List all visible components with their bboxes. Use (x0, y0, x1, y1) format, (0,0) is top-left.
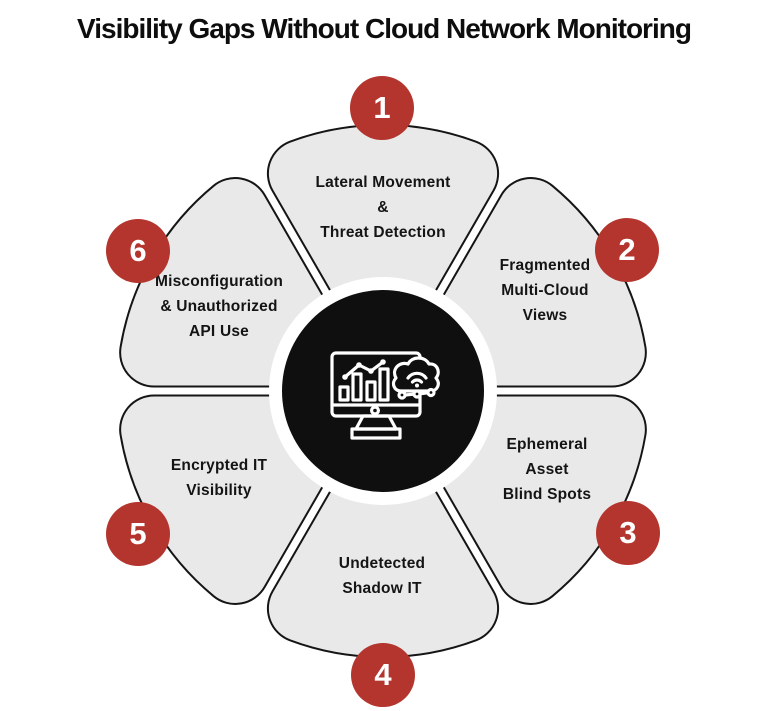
bar-chart-icon (338, 367, 390, 402)
petal-label-2: Fragmented Multi-Cloud Views (499, 256, 591, 324)
petal-label-4: Undetected Shadow IT (338, 555, 426, 597)
number-badge-2: 2 (595, 218, 659, 282)
network-nodes-icon (397, 387, 436, 400)
trend-line-icon (342, 359, 386, 380)
number-badge-6: 6 (106, 219, 170, 283)
page-title: Visibility Gaps Without Cloud Network Mo… (77, 13, 692, 44)
petal-label-5: Encrypted IT Visibility (170, 457, 268, 499)
number-badge-1: 1 (350, 76, 414, 140)
number-badge-3: 3 (596, 501, 660, 565)
petal-label-1: Lateral Movement & Threat Detection (315, 173, 451, 241)
petal-label-3: Ephemeral Asset Blind Spots (502, 435, 592, 503)
cloud-network-monitoring-icon (330, 351, 440, 440)
number-badge-5: 5 (106, 502, 170, 566)
number-badge-4: 4 (351, 643, 415, 707)
petal-label-6: Misconfiguration & Unauthorized API Use (154, 272, 284, 340)
center-black-circle (282, 290, 484, 492)
cloud-wifi-icon (391, 356, 440, 393)
